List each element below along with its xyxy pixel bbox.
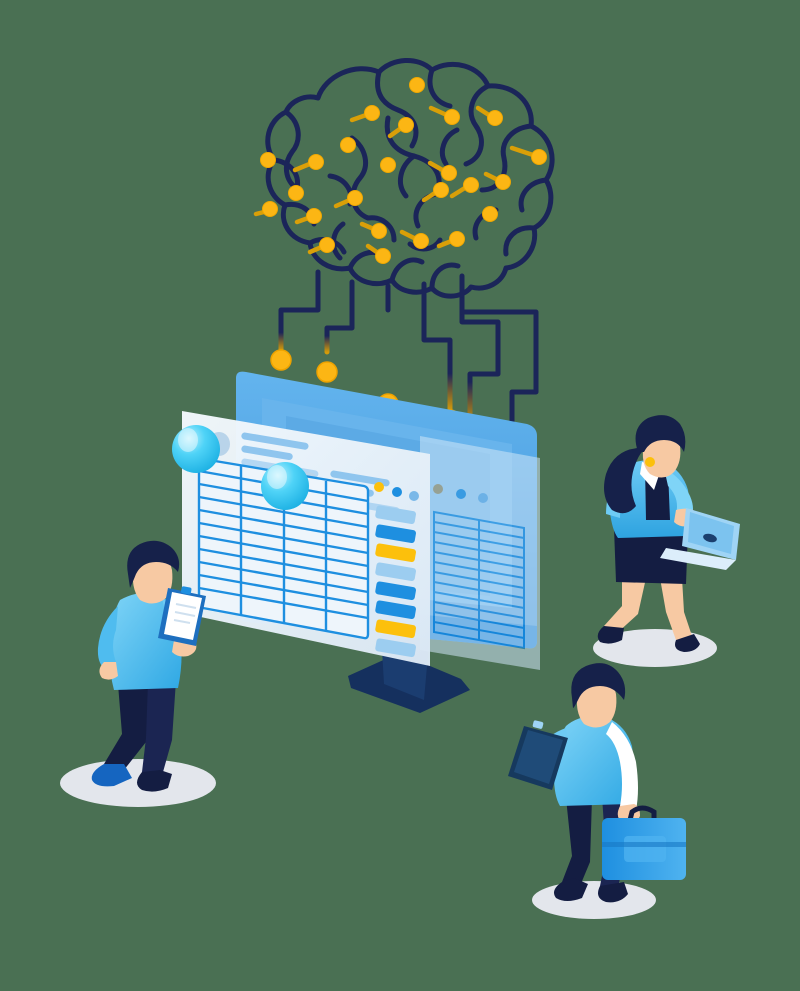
- hair-tie: [645, 457, 655, 467]
- character-bottom-briefcase[interactable]: [508, 663, 686, 919]
- leg-front: [660, 578, 692, 640]
- neural-network-brain: [265, 57, 555, 313]
- leg-front: [142, 680, 176, 772]
- hair: [571, 663, 626, 708]
- character-left-clipboard[interactable]: [60, 540, 216, 807]
- leg-back: [604, 578, 646, 634]
- glossy-spheres: [172, 425, 309, 510]
- dashboard-table: [197, 457, 370, 640]
- hair: [635, 415, 686, 452]
- arm-front-down: [606, 722, 638, 810]
- hair: [127, 540, 180, 588]
- secondary-translucent-panel[interactable]: [420, 436, 540, 670]
- dashboard-status-dots: [374, 482, 419, 501]
- brain-to-monitor-cables: [278, 297, 539, 449]
- character-right-laptop[interactable]: [593, 415, 740, 667]
- shoe-front: [675, 634, 700, 652]
- tablet[interactable]: [508, 720, 568, 790]
- brain-neuron-nodes: [260, 77, 547, 264]
- back-panel-table: [433, 510, 525, 650]
- leg-back: [562, 798, 592, 886]
- dashboard-status-bars: [375, 505, 416, 658]
- back-panel-status-dots: [433, 484, 488, 503]
- shoe-back: [597, 626, 624, 644]
- shoe-front: [598, 882, 628, 903]
- ponytail: [604, 448, 642, 514]
- hand-back: [99, 662, 118, 680]
- laptop[interactable]: [660, 508, 740, 570]
- leg-back: [104, 684, 150, 770]
- skirt: [614, 528, 688, 584]
- arm-front: [664, 468, 693, 520]
- shoe-front: [137, 770, 172, 792]
- character-shadow: [532, 881, 656, 919]
- briefcase[interactable]: [602, 805, 686, 880]
- clipboard[interactable]: [158, 586, 206, 646]
- arm-back: [97, 606, 118, 670]
- shoe-back: [91, 764, 132, 787]
- sphere-icon: [261, 462, 309, 510]
- shoe-back: [554, 878, 588, 901]
- sphere-icon: [172, 425, 220, 473]
